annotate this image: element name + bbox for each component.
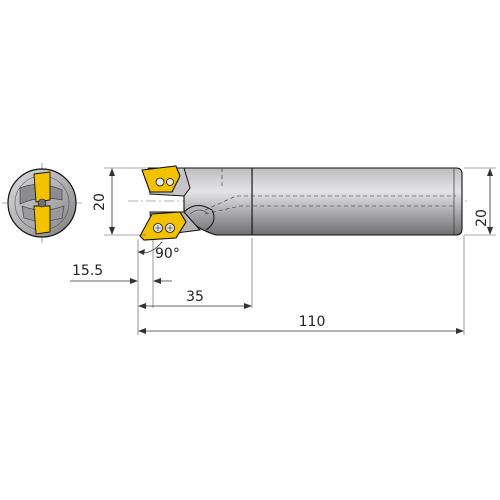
angle-label: 90°: [155, 246, 180, 262]
length-total-label: 110: [299, 314, 326, 330]
length-dimension-total: 110: [138, 314, 464, 334]
diameter-dimension-left: 20: [92, 167, 146, 236]
insert-icon: [139, 211, 187, 241]
diameter-right-label: 20: [474, 209, 490, 227]
length-dimension-mid: 35: [138, 289, 252, 309]
length-dimension-small: 15.5: [70, 263, 172, 284]
screw-icon: [155, 177, 165, 187]
length-mid-label: 35: [186, 289, 204, 305]
end-view-icon: [2, 163, 82, 243]
angle-dimension: 90°: [137, 240, 180, 262]
insert-icon: [33, 205, 51, 235]
screw-icon: [166, 178, 174, 186]
length-small-label: 15.5: [72, 263, 103, 279]
diameter-left-label: 20: [92, 193, 108, 211]
side-view-icon: [128, 165, 470, 241]
insert-icon: [33, 171, 51, 203]
diameter-dimension-right: 20: [464, 167, 496, 236]
